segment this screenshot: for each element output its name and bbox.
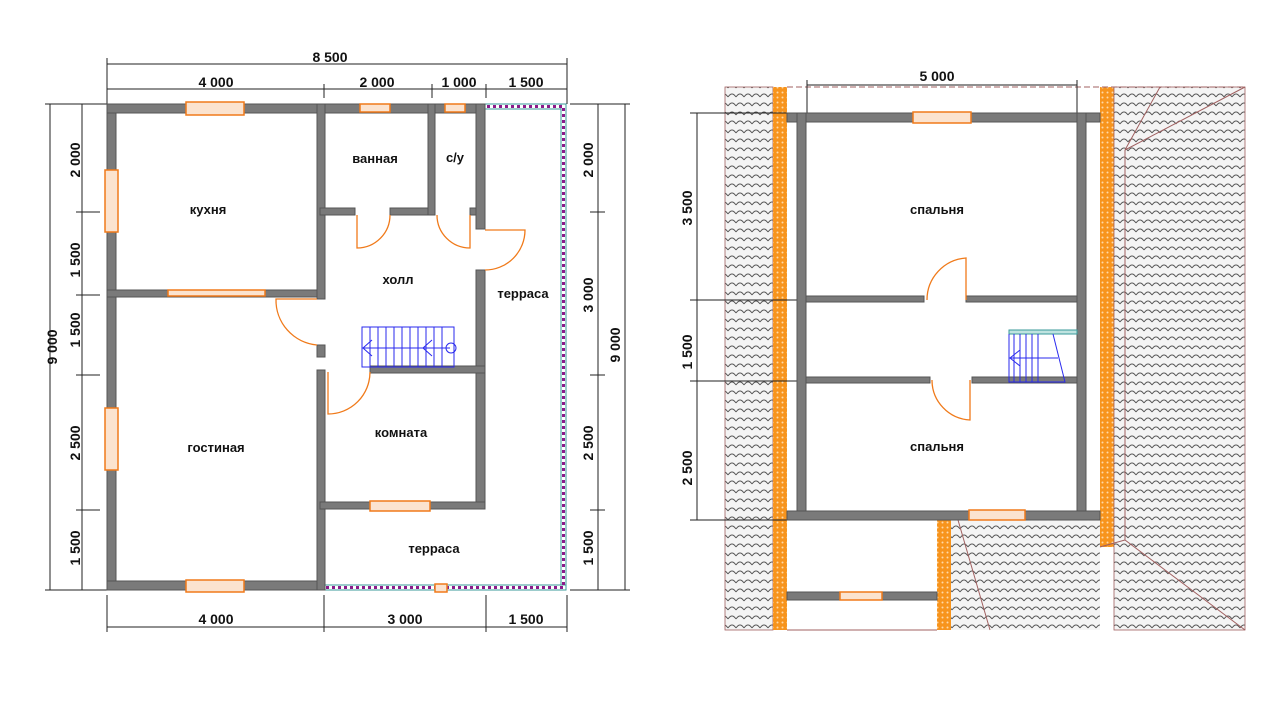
doors [275, 214, 526, 415]
room-label-bedroom-bottom: спальня [910, 439, 964, 454]
room-label-wc: с/у [446, 150, 465, 165]
room-label-kitchen: кухня [190, 202, 227, 217]
windows [104, 101, 466, 593]
dim-left-4: 2 500 [67, 425, 83, 460]
room-label-hall: холл [382, 272, 413, 287]
dim-right-4: 1 500 [580, 530, 596, 565]
second-floor-plan: 5 000 3 500 1 500 2 500 спальня [679, 68, 1246, 631]
doors-second [926, 257, 971, 421]
room-label-terrace-front: терраса [408, 541, 460, 556]
dim-top-1: 4 000 [198, 74, 233, 90]
dim-second-top: 5 000 [919, 68, 954, 84]
room-label-bathroom: ванная [352, 151, 398, 166]
dim-top-3: 1 000 [441, 74, 476, 90]
dim-top-4: 1 500 [508, 74, 543, 90]
dim-left-1: 2 000 [67, 142, 83, 177]
windows-second [839, 111, 1026, 601]
room-label-terrace-side: терраса [497, 286, 549, 301]
dim-top-2: 2 000 [359, 74, 394, 90]
dimension-lines-second [690, 80, 1078, 521]
dimension-lines [45, 58, 630, 632]
dim-left-total: 9 000 [44, 329, 60, 364]
room-label-living: гостиная [187, 440, 244, 455]
dim-right-3: 2 500 [580, 425, 596, 460]
dim-left-5: 1 500 [67, 530, 83, 565]
dim-bottom-1: 4 000 [198, 611, 233, 627]
dim-bottom-3: 1 500 [508, 611, 543, 627]
dim-right-2: 3 000 [580, 277, 596, 312]
terrace-railing [323, 103, 567, 591]
roof-hatching [724, 86, 1246, 631]
stairs [361, 326, 457, 368]
dim-second-left-1: 3 500 [679, 190, 695, 225]
walls [106, 103, 486, 591]
dim-left-2: 1 500 [67, 242, 83, 277]
ground-floor-plan: 8 500 4 000 2 000 1 000 1 500 4 000 3 00… [44, 49, 630, 632]
dim-right-1: 2 000 [580, 142, 596, 177]
dim-bottom-2: 3 000 [387, 611, 422, 627]
room-label-room: комната [375, 425, 428, 440]
dim-second-left-2: 1 500 [679, 334, 695, 369]
dim-left-3: 1 500 [67, 312, 83, 347]
dim-second-left-3: 2 500 [679, 450, 695, 485]
stairs-second [1008, 329, 1078, 383]
room-label-bedroom-top: спальня [910, 202, 964, 217]
dim-top-total: 8 500 [312, 49, 347, 65]
dim-right-total: 9 000 [607, 327, 623, 362]
